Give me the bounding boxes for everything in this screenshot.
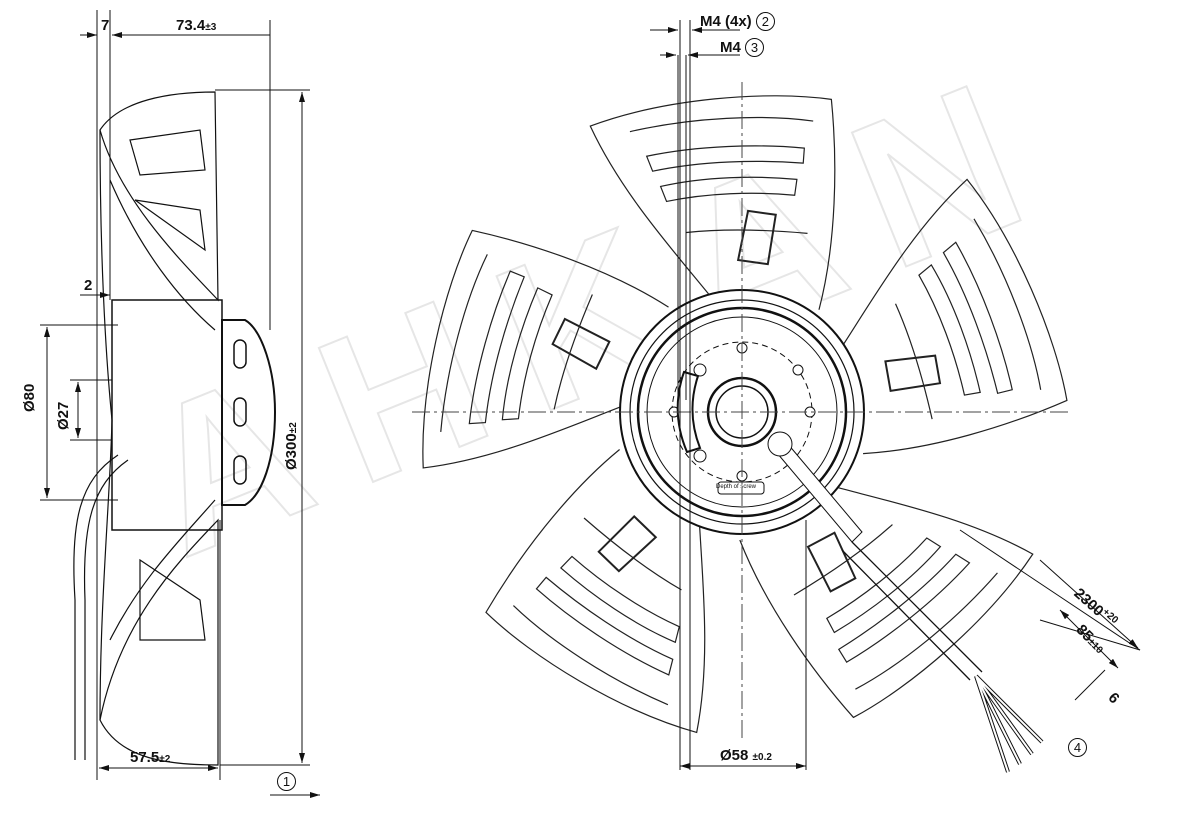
fan-side-view — [40, 10, 320, 798]
dim-tolerance: ±2 — [288, 422, 299, 434]
dim-7: 7 — [101, 17, 110, 34]
dim-value: M4 — [720, 39, 741, 56]
dim-tolerance: ±2 — [159, 754, 171, 765]
dim-value: Ø58 — [720, 747, 749, 764]
dim-2: 2 — [84, 277, 93, 294]
callout-number: 4 — [1068, 738, 1087, 757]
callout-1: 1 — [277, 772, 296, 791]
dim-d27: Ø27 — [55, 401, 72, 430]
callout-number: 3 — [745, 38, 765, 57]
dim-d58: Ø58 ±0.2 — [720, 748, 772, 763]
dim-d80: Ø80 — [21, 383, 38, 412]
dim-value: Ø300 — [283, 433, 300, 470]
dim-value: 73.4 — [176, 17, 206, 34]
callout-number: 2 — [755, 12, 775, 31]
dim-tolerance: ±3 — [205, 22, 217, 33]
hub-label: Depth of screw — [716, 484, 757, 490]
dim-73-4: 73.4±3 — [176, 18, 216, 33]
dim-value: M4 (4x) — [700, 13, 752, 30]
dim-m4: M4 3 — [720, 38, 765, 57]
dim-m4-4x: M4 (4x) 2 — [700, 12, 775, 31]
dim-tolerance: ±0.2 — [752, 752, 772, 763]
dim-d300: Ø300±2 — [283, 422, 300, 470]
callout-4: 4 — [1068, 738, 1087, 757]
fan-front-view — [368, 65, 1072, 777]
callout-number: 1 — [277, 772, 296, 791]
dim-value: 57.5 — [130, 749, 160, 766]
blade — [567, 65, 853, 316]
dim-57-5: 57.5±2 — [130, 750, 170, 765]
